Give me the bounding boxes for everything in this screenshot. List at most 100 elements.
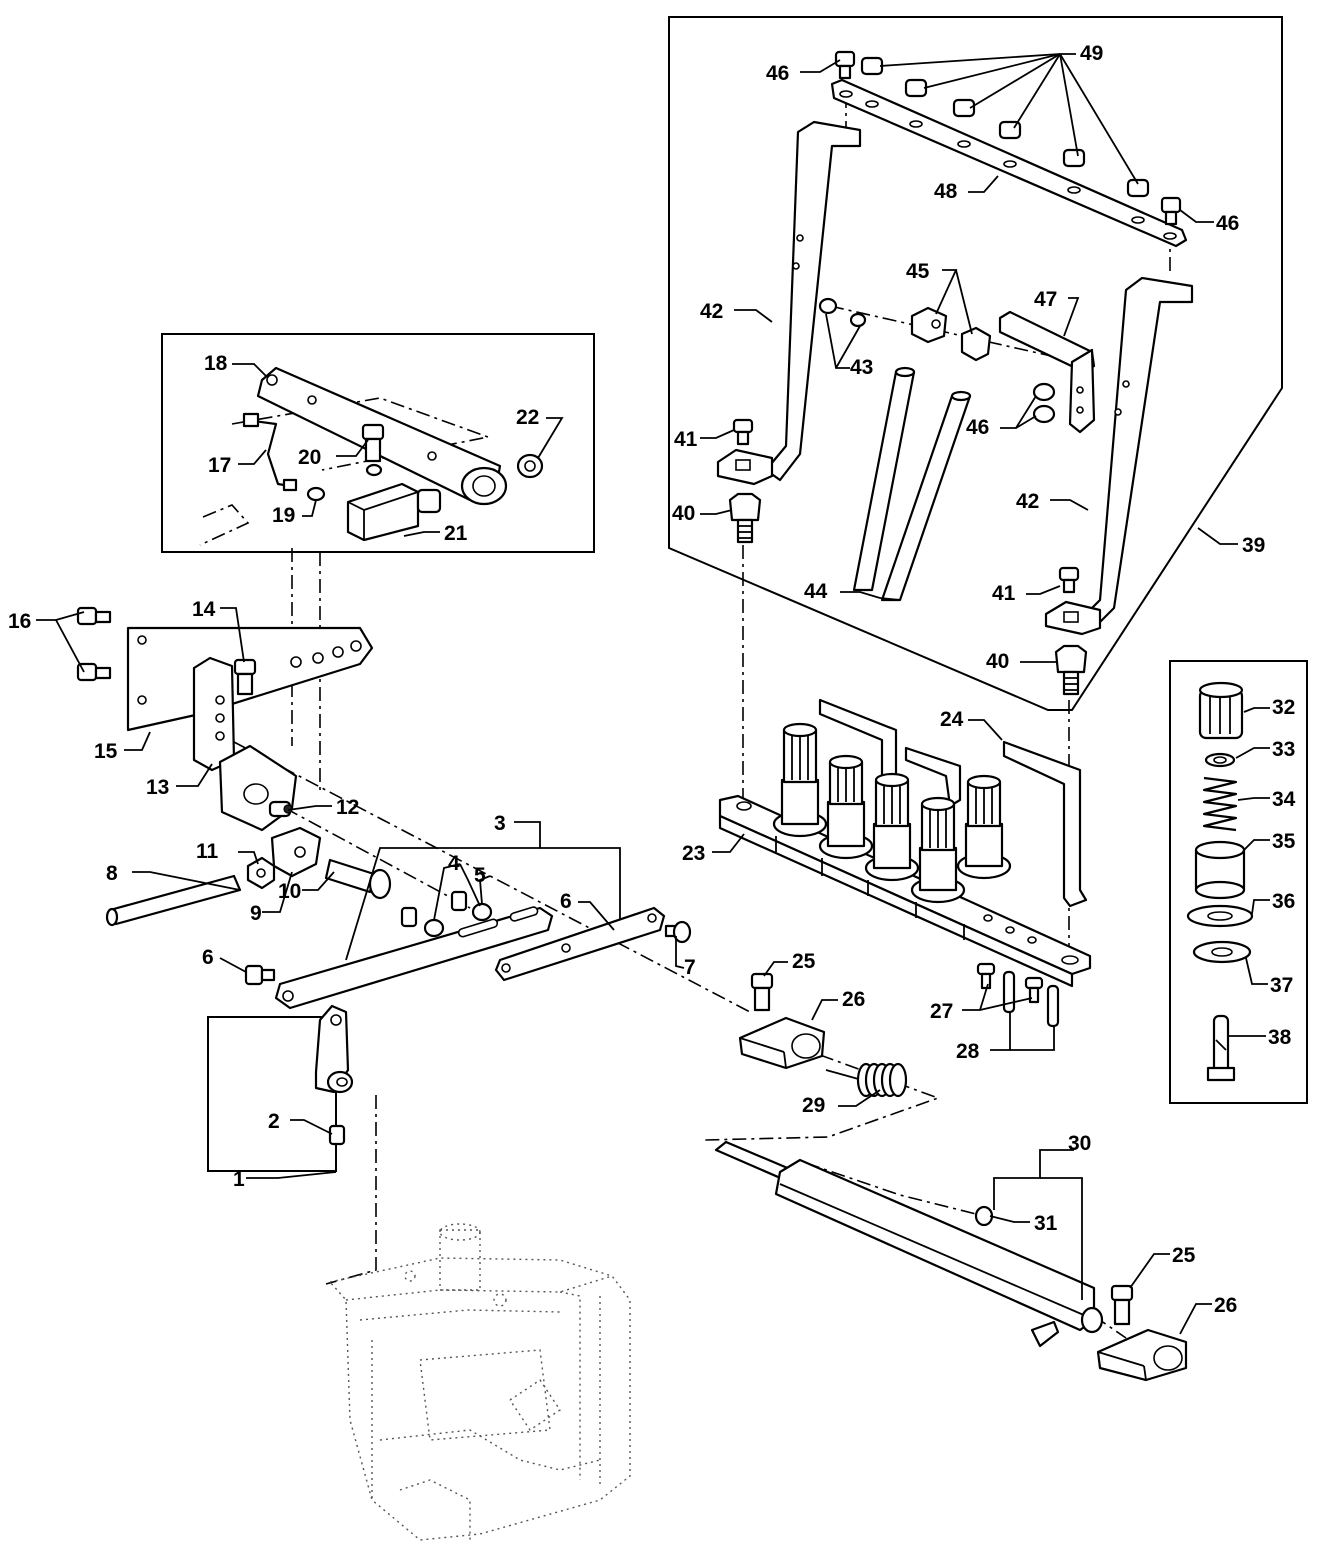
- spring-rod-17: [242, 412, 298, 492]
- tension-disc-36: [1186, 904, 1254, 928]
- label-30: 30: [1068, 1132, 1091, 1155]
- label-32: 32: [1272, 696, 1295, 719]
- label-5: 5: [474, 864, 486, 887]
- label-41-right: 41: [992, 582, 1016, 605]
- label-18: 18: [204, 352, 228, 375]
- label-21: 21: [444, 522, 468, 545]
- label-22: 22: [516, 406, 539, 429]
- tension-knobs: [772, 722, 1012, 904]
- tension-knob-1: [772, 722, 828, 838]
- link-bar-6: [494, 906, 666, 982]
- tension-nut-32: [1198, 681, 1244, 740]
- subassembly-box-32-38: [1169, 660, 1308, 1104]
- label-49: 49: [1080, 42, 1103, 65]
- label-6-right: 6: [560, 890, 572, 913]
- label-13: 13: [146, 776, 169, 799]
- subassembly-box-17-22: [161, 333, 595, 553]
- washer-33: [1204, 752, 1236, 768]
- leader-lines: [36, 53, 1270, 1335]
- set-screw-2: [328, 1124, 346, 1146]
- thread-tubes-44: [852, 366, 972, 602]
- collar-26-lower: [1096, 1328, 1188, 1382]
- collar-22: [516, 453, 544, 479]
- label-15: 15: [94, 740, 118, 763]
- label-36: 36: [1272, 890, 1295, 913]
- stud-10: [324, 858, 392, 900]
- label-37: 37: [1270, 974, 1293, 997]
- shoulder-screw-7: [664, 920, 692, 944]
- label-3: 3: [494, 812, 506, 835]
- screws-41: [732, 418, 1080, 594]
- label-29: 29: [802, 1094, 825, 1117]
- label-27: 27: [930, 1000, 953, 1023]
- part-number-labels: 1 2 3 4 5 6 6 7 8 9 10 11 12 13 14 15 16…: [8, 42, 1296, 1317]
- label-24: 24: [940, 708, 964, 731]
- label-48: 48: [934, 180, 958, 203]
- label-19: 19: [272, 504, 295, 527]
- label-23: 23: [682, 842, 705, 865]
- label-43: 43: [850, 356, 873, 379]
- screws-46-mid: [1032, 382, 1056, 424]
- crank-1: [314, 1004, 354, 1094]
- label-20: 20: [298, 446, 321, 469]
- label-16: 16: [8, 610, 31, 633]
- stand-rod-42-right: [1044, 276, 1194, 636]
- label-42-left: 42: [700, 300, 723, 323]
- label-4: 4: [448, 852, 460, 875]
- nut-11: [246, 856, 276, 890]
- machine-body-outline: [328, 1223, 631, 1541]
- label-26-lower: 26: [1214, 1294, 1237, 1317]
- stand-rod-42-left: [716, 120, 862, 486]
- thread-bar-48: [830, 78, 1188, 248]
- screw-31: [974, 1205, 994, 1227]
- tension-knob-4: [910, 796, 966, 904]
- label-46-top-right: 46: [1216, 212, 1239, 235]
- label-38: 38: [1268, 1026, 1292, 1049]
- label-39: 39: [1242, 534, 1265, 557]
- label-17: 17: [208, 454, 231, 477]
- label-40-right: 40: [986, 650, 1009, 673]
- screw-25-lower: [1110, 1284, 1134, 1326]
- label-40-left: 40: [672, 502, 695, 525]
- subassembly-box-39: [668, 16, 1283, 711]
- tension-knob-3: [864, 772, 920, 882]
- screw-25-upper: [750, 972, 774, 1012]
- studs-40: [728, 492, 1088, 696]
- label-9: 9: [250, 902, 262, 925]
- label-46-mid: 46: [966, 416, 989, 439]
- clevis-9: [270, 826, 322, 878]
- collar-26-upper: [738, 1016, 826, 1070]
- sleeve-35: [1194, 840, 1246, 900]
- shoulder-screw-6: [244, 964, 276, 986]
- guide-bracket-47: [998, 310, 1096, 434]
- screws-43: [818, 297, 867, 328]
- shaft-30: [714, 1140, 1104, 1348]
- thread-guide-45: [910, 306, 992, 362]
- label-12: 12: [336, 796, 359, 819]
- tension-knob-5: [956, 774, 1012, 880]
- block-21: [346, 482, 442, 542]
- washer-19: [306, 463, 383, 502]
- label-25-upper: 25: [792, 950, 816, 973]
- label-10: 10: [278, 880, 301, 903]
- label-25-lower: 25: [1172, 1244, 1196, 1267]
- label-14: 14: [192, 598, 216, 621]
- label-31: 31: [1034, 1212, 1058, 1235]
- label-35: 35: [1272, 830, 1296, 853]
- label-46-top-left: 46: [766, 62, 789, 85]
- spring-34: [1202, 776, 1238, 832]
- label-34: 34: [1272, 788, 1296, 811]
- assembly-centerlines: [199, 94, 1171, 1339]
- label-42-right: 42: [1016, 490, 1039, 513]
- label-45: 45: [906, 260, 930, 283]
- label-6-left: 6: [202, 946, 214, 969]
- screw-14: [233, 658, 257, 696]
- subassembly-box-1: [207, 1016, 337, 1172]
- label-47: 47: [1034, 288, 1057, 311]
- link-bar-3: [274, 906, 554, 1010]
- label-8: 8: [106, 862, 118, 885]
- tension-knob-2: [818, 754, 874, 860]
- screws-46-top: [834, 50, 1182, 226]
- label-41-left: 41: [674, 428, 698, 451]
